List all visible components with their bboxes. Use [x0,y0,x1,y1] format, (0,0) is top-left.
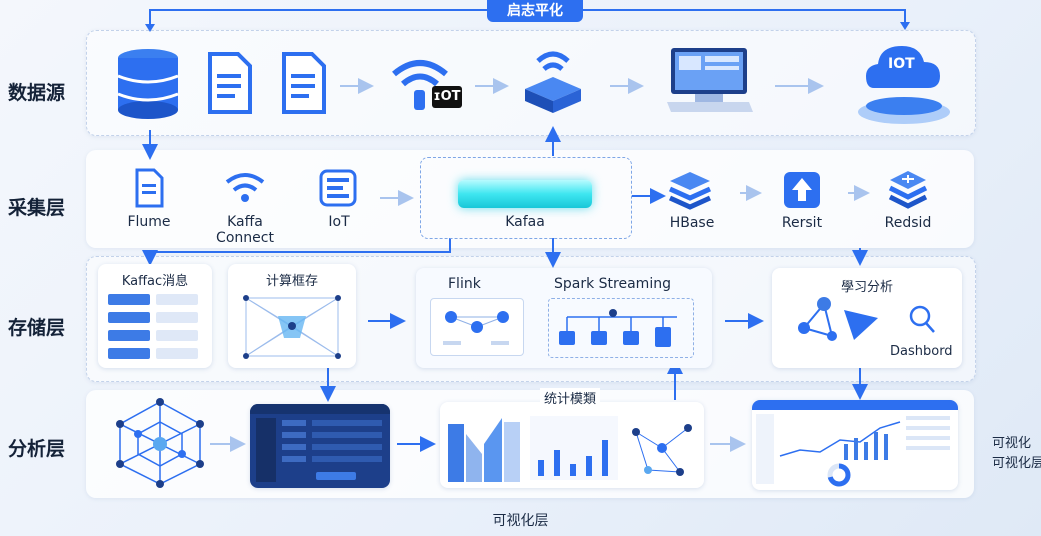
header-title: 启志平化 [487,0,583,22]
kafka-label: Kafaa [505,214,545,230]
flink-job-graph-icon [443,311,509,345]
row-label-storage: 存储层 [8,317,66,339]
compute-title: 计算框存 [265,274,318,289]
iot-badge-icon: ɪOT [432,86,462,108]
dashboard-screen [752,400,958,490]
kafka-broker-icon [458,180,592,208]
upload-icon [784,172,820,208]
learning-analysis-card: 學习分析 Dashbord [772,268,962,368]
stats-model-card: 统计模類 [440,388,704,488]
bottom-label: 可视化层 [492,513,549,529]
kafka-message-title: Kaffac消息 [121,274,189,289]
stream-processing-card: Flink Spark Streaming [416,268,712,368]
side-label-line2: 可视化层 [992,456,1041,471]
kafka-box [420,157,632,239]
network-graph-icon [243,295,341,359]
flink-title: Flink [448,276,481,292]
document-icon [208,52,252,114]
message-chip [156,348,198,359]
message-chip [156,330,198,341]
hbase-label: HBase [669,215,715,231]
compute-card: 计算框存 [228,264,356,368]
spark-panel [548,298,694,358]
analysis-graph-icon [798,297,935,341]
kafka-connect-line1: Kaffa [227,214,263,230]
wifi-icon [392,60,448,110]
rest-label: Rersit [781,215,823,231]
row-label-sources: 数据源 [8,82,66,104]
message-chip [108,348,150,359]
stats-model-title: 统计模類 [540,388,601,407]
document-icon [282,52,326,114]
kafka-message-card: Kaffac消息 [98,264,212,368]
iot-device-icon [319,169,357,207]
flume-label: Flume [127,214,171,230]
header-connector [145,9,910,32]
hbase-icon [668,172,712,210]
redis-label: Redsid [884,215,932,231]
row-label-analysis: 分析层 [8,438,66,460]
side-label: 可视化 可视化层 [992,434,1041,474]
database-icon [117,49,179,119]
node-graph-icon [632,424,692,476]
spark-dag-icon [559,309,677,347]
iot-label: IoT [328,214,350,230]
spark-title: Spark Streaming [554,276,671,292]
redis-icon [888,171,928,209]
iot-cloud-label: IOT [888,56,915,72]
donut-chart-icon [827,463,851,487]
iot-cloud-icon [858,46,950,124]
message-chip [108,294,150,305]
kafka-connect-line2: Connect [216,230,274,246]
wifi-icon [225,173,265,202]
message-chip [108,330,150,341]
message-chip [156,294,198,305]
dashboard-line-chart-icon [779,421,901,460]
learning-title: 學习分析 [840,280,893,295]
computer-icon [667,48,753,112]
message-chip [156,312,198,323]
area-chart-icon [448,418,520,482]
file-icon [135,168,164,208]
bar-chart-icon [530,416,618,480]
console-screen [250,404,390,488]
message-chip [108,312,150,323]
dashboard-label: Dashbord [890,344,953,359]
row-label-collect: 采集层 [8,197,66,219]
router-icon [525,51,581,113]
side-label-line1: 可视化 [992,436,1032,451]
flink-panel [430,298,524,356]
network-hub-icon [116,398,204,488]
